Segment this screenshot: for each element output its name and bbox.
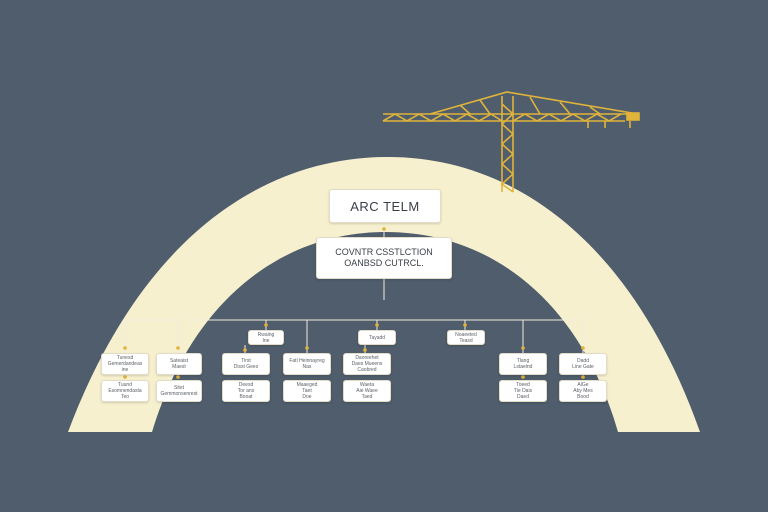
leaf-box: Waeta Aie Waee Taed	[343, 380, 391, 402]
leaf-box: Fatl Heinnayreg Nas	[283, 353, 331, 375]
leaf-box: Sitet Gemmonsenrest	[156, 380, 202, 402]
leaf-box: Toeed Tie Dais Daed	[499, 380, 547, 402]
tier-label-1: Rwaing Ine	[248, 330, 284, 345]
top-node: ARC TELM	[329, 189, 441, 223]
leaf-box: AlGe Aby Mes Bood	[559, 380, 607, 402]
leaf-box: Tunesd Gemerdandeas ine	[101, 353, 149, 375]
arch-shape	[68, 156, 700, 432]
crane-icon	[382, 91, 640, 193]
leaf-box: Maaeged Taet Doe	[283, 380, 331, 402]
tier-label-3: Noaeeted Teasd	[447, 330, 485, 345]
leaf-box: Dadd Line Gate	[559, 353, 607, 375]
leaf-box: Daoreehet Daes Mueens Caobred	[343, 353, 391, 375]
leaf-box: Deesd Tor ans Booat	[222, 380, 270, 402]
node-markers	[123, 227, 585, 379]
leaf-box: Sateaist Maest	[156, 353, 202, 375]
leaf-box: Tlang Lstaelnd	[499, 353, 547, 375]
second-node: COVNTR CSSTLCTION OANBSD CUTRCL.	[316, 237, 452, 279]
tier-label-2: Tayadd	[358, 330, 396, 345]
leaf-box: Tirst Disst Gees	[222, 353, 270, 375]
leaf-box: Tuund Esomnendasta Teo	[101, 380, 149, 402]
